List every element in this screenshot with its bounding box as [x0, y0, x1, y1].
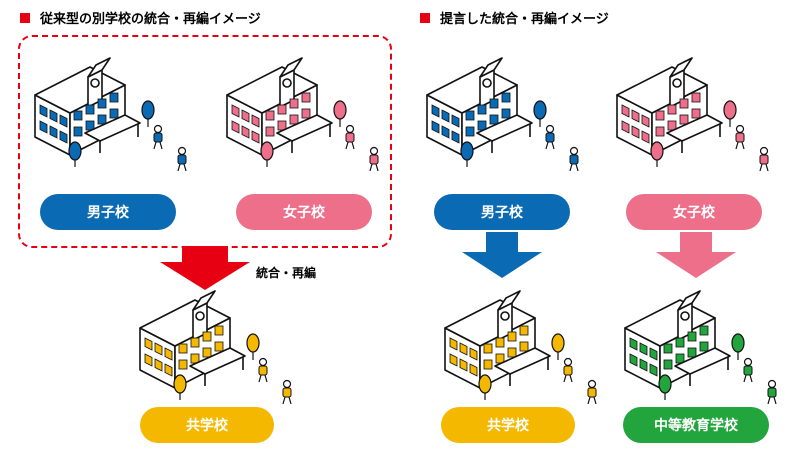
right-coed-school-label: 共学校 — [487, 418, 529, 434]
secondary-school-label: 中等教育学校 — [654, 418, 738, 434]
right-boys-school-label: 男子校 — [481, 205, 523, 221]
school-building-icon — [624, 290, 777, 405]
red-merge-arrow-icon — [160, 246, 250, 290]
pink-down-arrow-icon — [656, 232, 736, 278]
right-boys-school-pill: 男子校 — [434, 194, 570, 230]
school-building-icon — [444, 290, 597, 405]
left-heading-text: 従来型の別学校の統合・再編イメージ — [40, 12, 261, 27]
boys-school-illustration — [30, 55, 187, 172]
right-girls-school-label: 女子校 — [673, 205, 715, 221]
coed-school-label: 共学校 — [186, 418, 228, 434]
red-square-icon — [20, 12, 30, 23]
secondary-school-pill: 中等教育学校 — [623, 407, 769, 443]
girls-school-illustration — [222, 55, 379, 172]
right-coed-school-pill: 共学校 — [441, 407, 575, 443]
school-building-icon — [616, 57, 769, 172]
girls-school-label: 女子校 — [283, 205, 325, 221]
right-coed-school-illustration — [440, 288, 597, 405]
right-girls-school-illustration — [612, 55, 769, 172]
right-heading-text: 提言した統合・再編イメージ — [440, 12, 609, 27]
right-girls-school-pill: 女子校 — [626, 194, 762, 230]
right-boys-school-illustration — [422, 55, 579, 172]
school-building-icon — [226, 57, 379, 172]
boys-school-pill: 男子校 — [40, 194, 176, 230]
secondary-school-illustration — [620, 288, 777, 405]
school-building-icon — [426, 57, 579, 172]
coed-school-illustration — [135, 288, 292, 405]
merge-label: 統合・再編 — [256, 266, 317, 280]
blue-down-arrow-icon — [462, 232, 542, 278]
left-heading: 従来型の別学校の統合・再編イメージ — [20, 8, 261, 27]
school-building-icon — [34, 57, 187, 172]
girls-school-pill: 女子校 — [236, 194, 372, 230]
school-building-icon — [139, 290, 292, 405]
red-square-icon — [420, 12, 430, 23]
right-heading: 提言した統合・再編イメージ — [420, 8, 609, 27]
coed-school-pill: 共学校 — [140, 407, 274, 443]
boys-school-label: 男子校 — [87, 205, 129, 221]
